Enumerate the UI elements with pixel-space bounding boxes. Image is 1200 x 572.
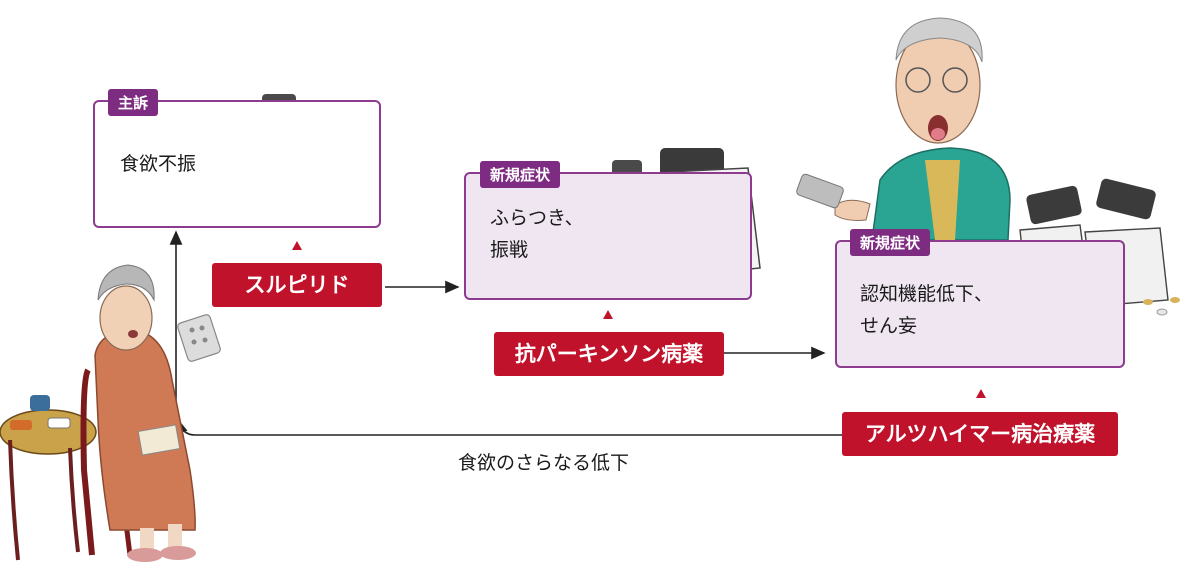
drug-label-3: アルツハイマー病治療薬 bbox=[842, 412, 1118, 456]
drug-marker-2 bbox=[603, 310, 613, 319]
chief-complaint-tag: 主訴 bbox=[108, 89, 159, 116]
new-symptom-tag-1: 新規症状 bbox=[480, 161, 561, 188]
elderly-man-illustration bbox=[796, 17, 1011, 241]
drug-marker-1 bbox=[292, 241, 302, 250]
new-symptom-box-2 bbox=[835, 240, 1125, 368]
drug-label-2: 抗パーキンソン病薬 bbox=[494, 332, 724, 376]
new-symptom-box-1 bbox=[464, 172, 752, 300]
new-symptom-tag-2: 新規症状 bbox=[850, 229, 931, 256]
chief-complaint-text: 食欲不振 bbox=[120, 153, 197, 175]
elderly-woman-illustration bbox=[0, 264, 221, 562]
drug-marker-3 bbox=[976, 389, 986, 398]
new-symptom-text-2: 認知機能低下、 せん妄 bbox=[860, 283, 994, 337]
drug-label-1: スルピリド bbox=[212, 263, 382, 307]
new-symptom-text-1: ふらつき、 振戦 bbox=[490, 207, 584, 261]
chief-complaint-box bbox=[93, 100, 381, 228]
arrow-drug3-to-woman bbox=[175, 418, 842, 436]
appetite-decline-label: 食欲のさらなる低下 bbox=[458, 452, 630, 474]
